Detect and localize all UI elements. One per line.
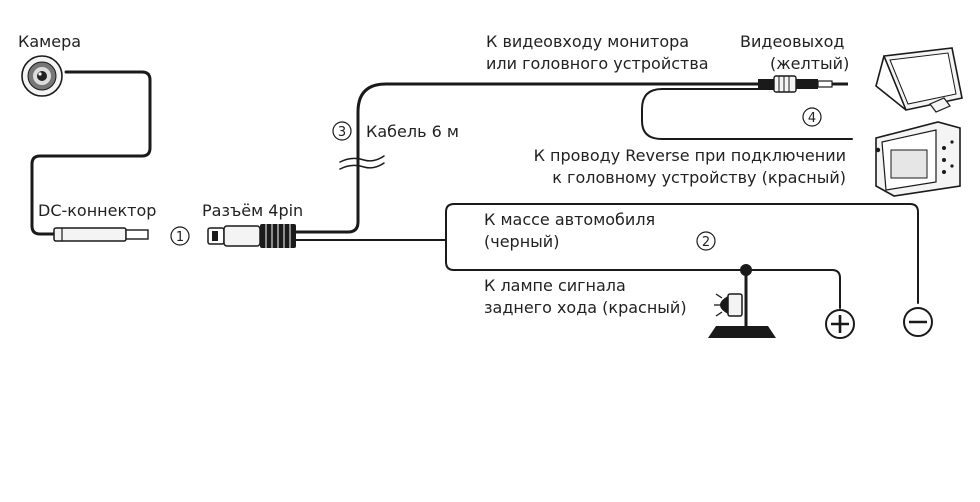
reverse-label-line2: к головному устройству (красный) — [552, 168, 846, 187]
camera-lens-icon — [21, 55, 63, 97]
camera-cable — [30, 70, 152, 236]
dc-connector-label: DC-коннектор — [38, 201, 156, 220]
marker-4-label: 4 — [808, 111, 816, 126]
marker-4: 4 — [802, 107, 822, 127]
ground-label-line2: (черный) — [484, 232, 559, 251]
main-cable-6m — [294, 82, 760, 234]
connector-4pin-label: Разъём 4pin — [202, 201, 303, 220]
monitor-input-label-line1: К видеовходу монитора — [486, 32, 689, 51]
monitor-icon — [875, 47, 963, 113]
marker-3-label: 3 — [338, 125, 346, 140]
video-out-label-line2: (желтый) — [770, 54, 849, 73]
cable-label: Кабель 6 м — [366, 122, 459, 141]
lamp-wire — [445, 239, 841, 309]
reverse-wire — [641, 88, 853, 140]
marker-1-label: 1 — [176, 230, 184, 245]
reverse-label-line1: К проводу Reverse при подключении — [534, 146, 846, 165]
monitor-input-label-line2: или головного устройства — [486, 54, 709, 73]
marker-2-label: 2 — [702, 235, 710, 250]
lamp-label-line2: заднего хода (красный) — [484, 298, 687, 317]
connector-4pin-icon — [207, 224, 296, 248]
camera-label: Камера — [18, 32, 81, 51]
wires — [30, 70, 919, 309]
ground-label-line1: К массе автомобиля — [484, 210, 655, 229]
marker-1: 1 — [170, 226, 190, 246]
plus-terminal-icon — [825, 309, 855, 339]
head-unit-icon — [875, 121, 961, 197]
minus-terminal-icon — [903, 307, 933, 337]
lamp-label-line1: К лампе сигнала — [484, 276, 626, 295]
ground-wire — [445, 203, 919, 304]
video-out-label-line1: Видеовыход — [740, 32, 844, 51]
cable-break-mark — [339, 155, 385, 170]
rca-connector-icon — [758, 75, 848, 93]
marker-3: 3 — [332, 121, 352, 141]
dc-connector-icon — [53, 227, 149, 242]
marker-2: 2 — [696, 231, 716, 251]
reverse-lamp-icon — [708, 264, 776, 338]
